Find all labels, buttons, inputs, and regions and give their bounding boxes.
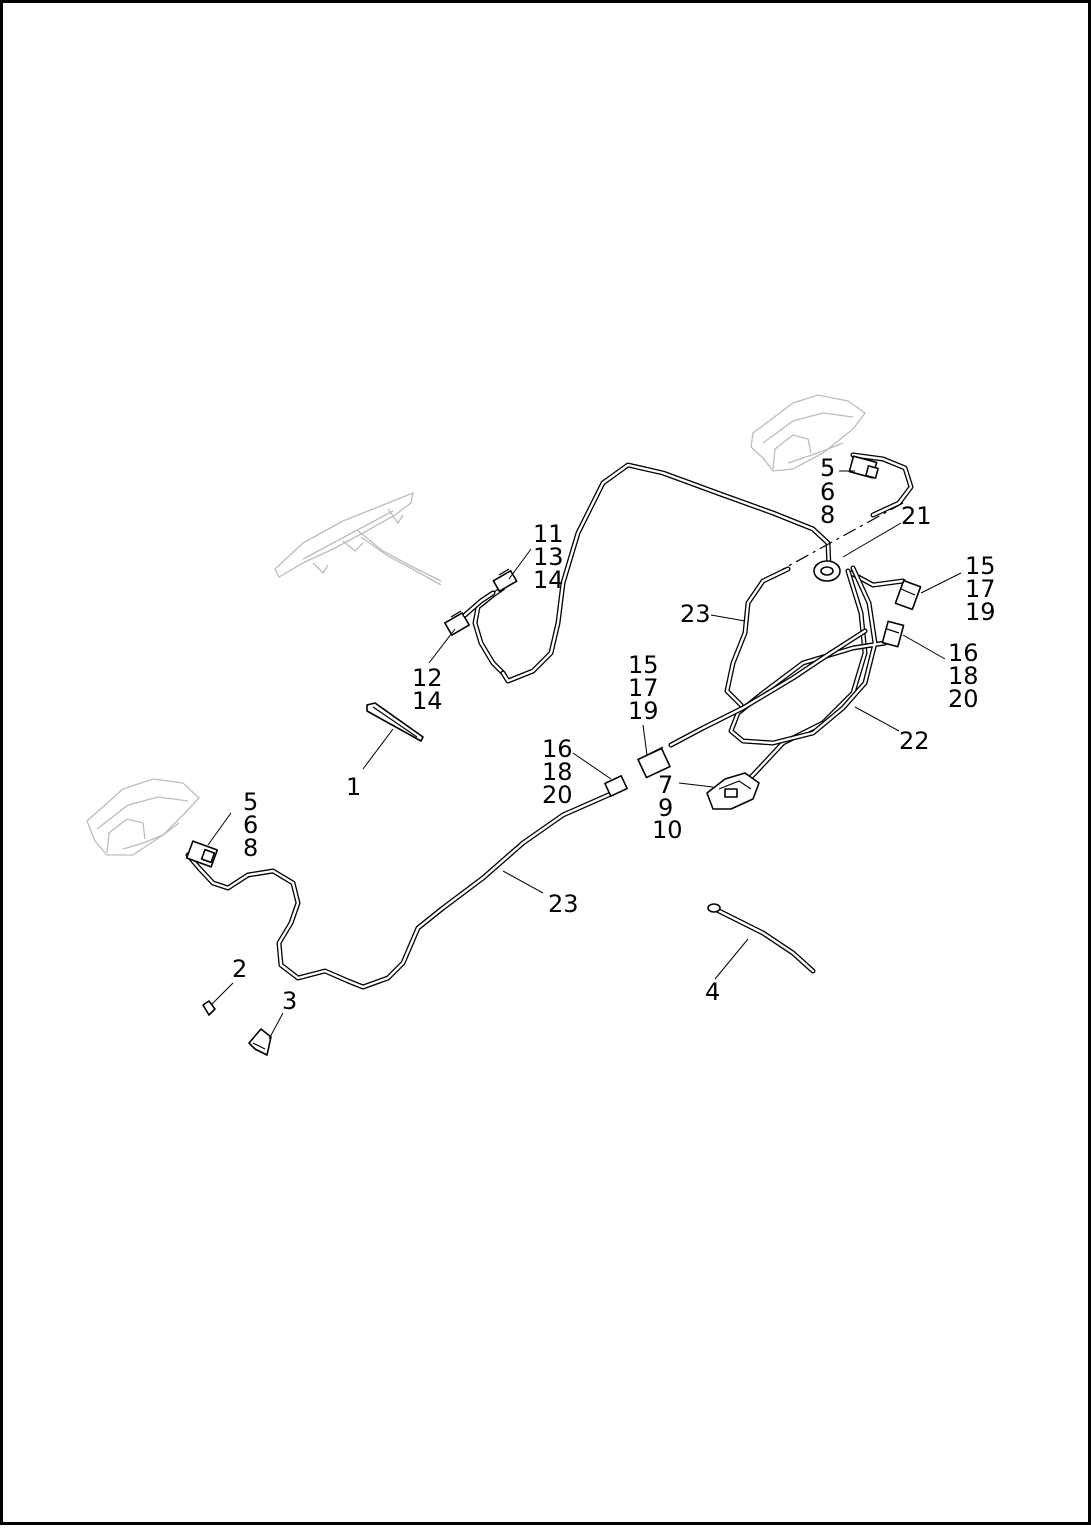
jumper-4 bbox=[707, 903, 816, 974]
callout-22: 22 bbox=[899, 727, 930, 755]
callout-16-18-20-right: 16 18 20 bbox=[948, 639, 979, 713]
svg-text:16: 16 bbox=[948, 639, 979, 667]
callout-2: 2 bbox=[232, 955, 247, 983]
clip-2 bbox=[202, 1000, 216, 1016]
callout-5-6-8-upper: 5 6 8 bbox=[820, 454, 835, 529]
connector-12 bbox=[444, 590, 496, 636]
harness-23-upper bbox=[724, 566, 791, 708]
callout-3: 3 bbox=[282, 987, 297, 1015]
svg-text:14: 14 bbox=[412, 687, 443, 715]
svg-text:17: 17 bbox=[965, 575, 996, 603]
harness-23-lower bbox=[185, 628, 868, 990]
callout-5-6-8-lower: 5 6 8 bbox=[243, 788, 258, 862]
svg-text:8: 8 bbox=[243, 834, 258, 862]
svg-text:10: 10 bbox=[652, 816, 683, 844]
svg-text:18: 18 bbox=[542, 758, 573, 786]
svg-text:7: 7 bbox=[658, 771, 673, 799]
svg-text:13: 13 bbox=[533, 543, 564, 571]
callout-12-14: 12 14 bbox=[412, 664, 443, 715]
harness-branch-dashline bbox=[782, 502, 904, 570]
svg-text:12: 12 bbox=[412, 664, 443, 692]
svg-text:18: 18 bbox=[948, 662, 979, 690]
connector-7 bbox=[706, 772, 760, 810]
svg-text:8: 8 bbox=[820, 501, 835, 529]
svg-text:11: 11 bbox=[533, 520, 564, 548]
svg-text:14: 14 bbox=[533, 566, 564, 594]
svg-text:9: 9 bbox=[658, 794, 673, 822]
svg-text:5: 5 bbox=[820, 454, 835, 482]
svg-text:20: 20 bbox=[542, 781, 573, 809]
svg-text:16: 16 bbox=[542, 735, 573, 763]
connector-16-right bbox=[881, 620, 905, 648]
grommet-21 bbox=[813, 560, 841, 582]
svg-text:15: 15 bbox=[628, 651, 659, 679]
callout-11-13-14: 11 13 14 bbox=[533, 520, 564, 594]
tool-1 bbox=[366, 702, 424, 742]
callout-15-17-19-right: 15 17 19 bbox=[965, 552, 996, 626]
upper-lamp-pigtail bbox=[850, 452, 914, 518]
svg-text:15: 15 bbox=[965, 552, 996, 580]
connector-11 bbox=[492, 568, 518, 592]
leader-lines bbox=[207, 470, 962, 1040]
callout-23-lower: 23 bbox=[548, 890, 579, 918]
callout-21: 21 bbox=[901, 502, 932, 530]
svg-text:6: 6 bbox=[820, 478, 835, 506]
svg-text:6: 6 bbox=[243, 811, 258, 839]
upper-tail-lamp-housing bbox=[750, 394, 866, 472]
svg-text:19: 19 bbox=[965, 598, 996, 626]
callout-1: 1 bbox=[346, 773, 361, 801]
lower-lamp-connector bbox=[185, 840, 219, 868]
svg-text:19: 19 bbox=[628, 697, 659, 725]
svg-text:20: 20 bbox=[948, 685, 979, 713]
upper-lamp-connector bbox=[848, 455, 879, 479]
lower-tail-lamp-housing bbox=[86, 778, 200, 856]
connector-16-center bbox=[604, 775, 628, 797]
callout-23-upper: 23 bbox=[680, 600, 711, 628]
connector-15-center bbox=[637, 746, 671, 779]
clip-3 bbox=[248, 1028, 272, 1056]
connector-15-right bbox=[894, 579, 922, 611]
callout-7-9-10: 7 9 10 bbox=[652, 771, 683, 844]
callout-15-17-19-center: 15 17 19 bbox=[628, 651, 659, 725]
license-plate-bracket bbox=[274, 491, 442, 586]
callout-16-18-20-center: 16 18 20 bbox=[542, 735, 573, 809]
svg-text:5: 5 bbox=[243, 788, 258, 816]
svg-text:17: 17 bbox=[628, 674, 659, 702]
wiring-harness-diagram: 1 2 3 4 5 6 8 5 6 8 7 9 10 11 13 14 12 1… bbox=[86, 394, 996, 1056]
callout-4: 4 bbox=[705, 978, 720, 1006]
